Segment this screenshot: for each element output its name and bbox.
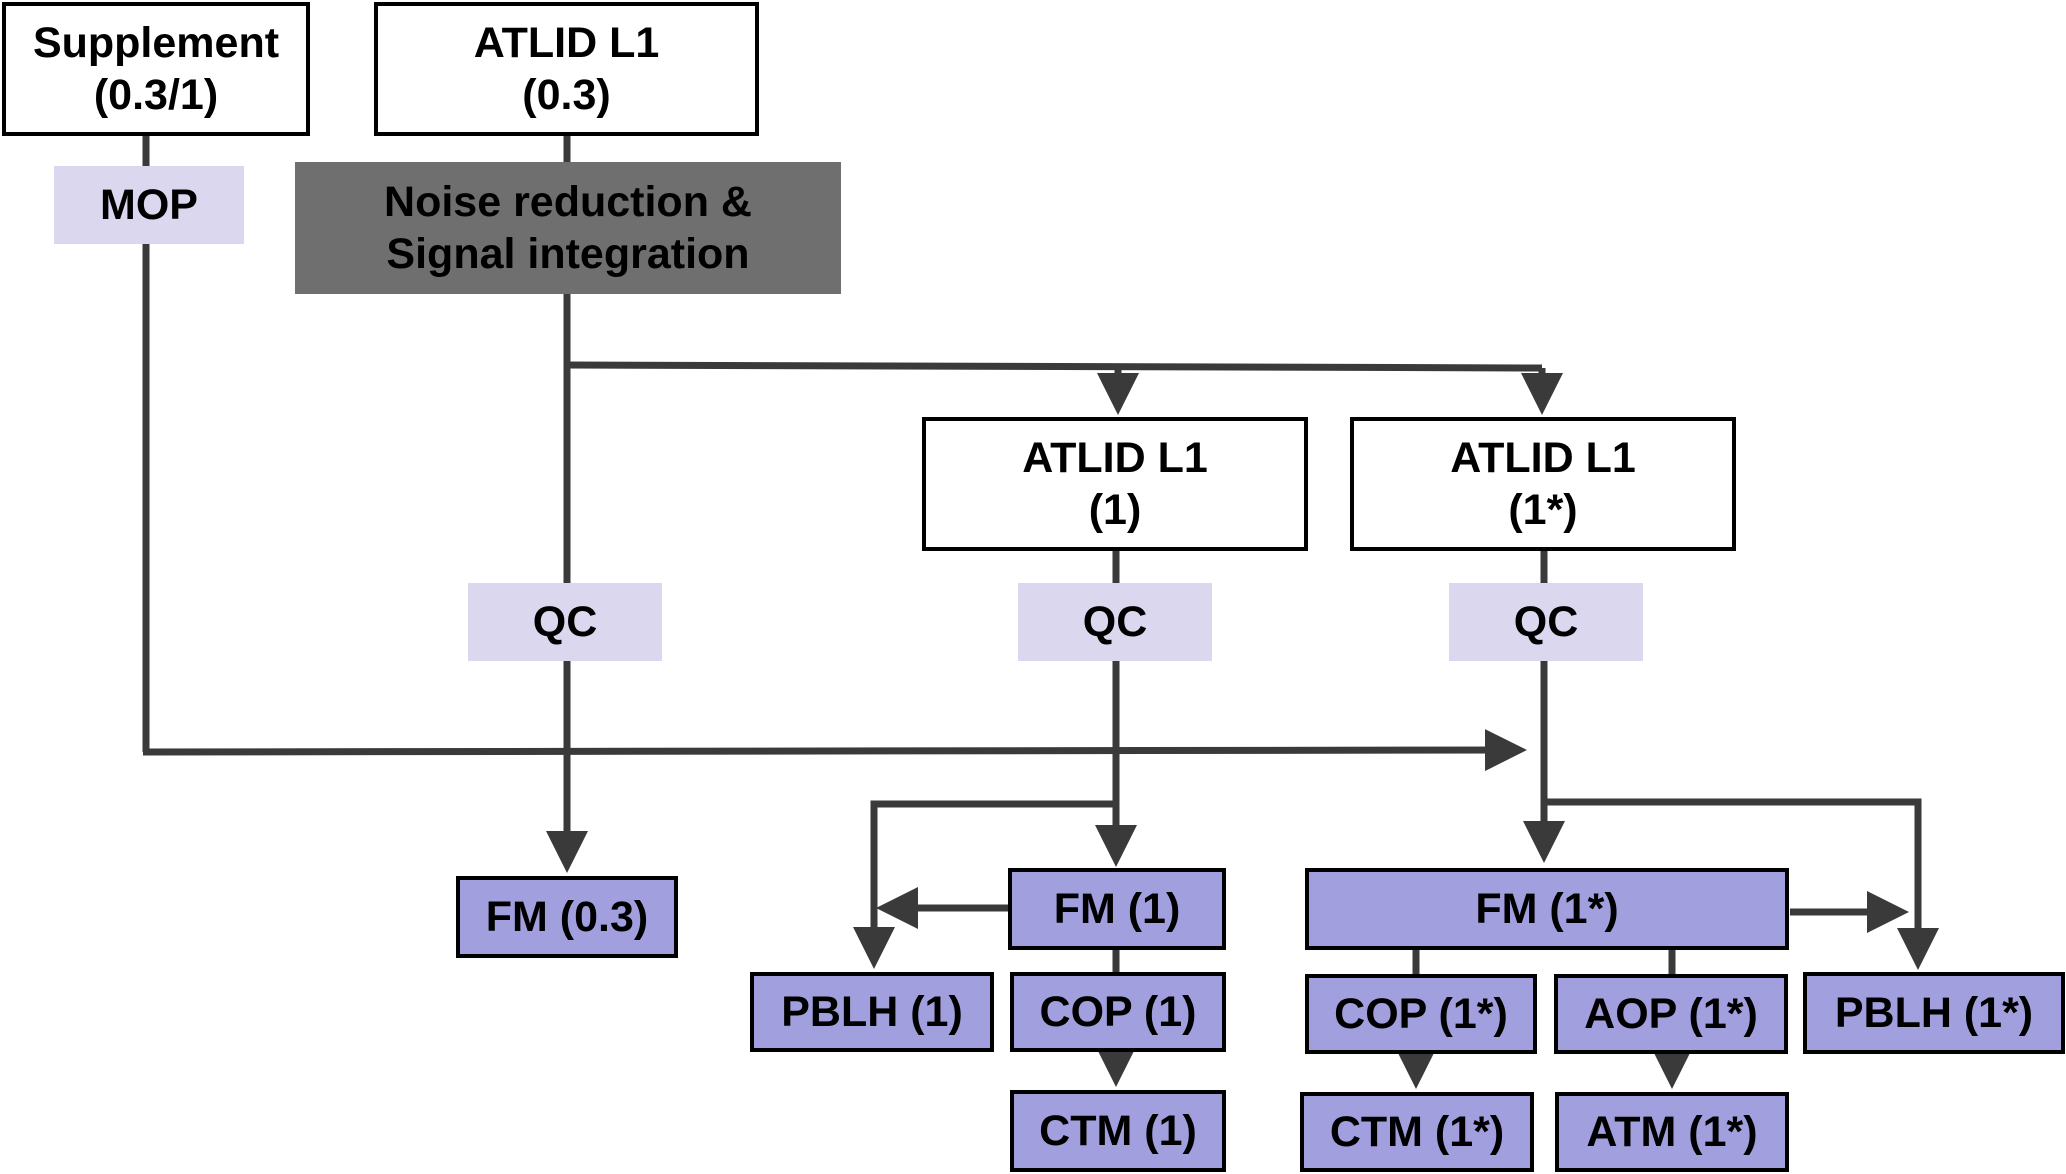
mop-label: MOP <box>100 180 198 229</box>
atm-1star-label: ATM (1*) <box>1586 1107 1758 1156</box>
atlid-l1-03-resolution: (0.3) <box>522 71 611 119</box>
supplement-resolution: (0.3/1) <box>93 71 219 119</box>
ctm-1-label: CTM (1) <box>1039 1106 1197 1155</box>
ctm-1star-label: CTM (1*) <box>1329 1107 1505 1156</box>
atlid-l1-1-box: ATLID L1 (1) <box>922 417 1308 551</box>
atlid-l1-1-title: ATLID L1 <box>1022 433 1208 482</box>
arrow-mop-to-merge <box>142 729 1527 772</box>
cop-1-label: COP (1) <box>1039 987 1197 1036</box>
aop-1star-label: AOP (1*) <box>1584 989 1758 1038</box>
atm-1star-box: ATM (1*) <box>1555 1092 1789 1172</box>
fm-1-box: FM (1) <box>1008 868 1226 950</box>
pblh-1-box: PBLH (1) <box>750 972 994 1052</box>
qc-1-box: QC <box>1018 583 1212 661</box>
qc-1star-label: QC <box>1513 597 1579 646</box>
pblh-1-label: PBLH (1) <box>781 987 963 1036</box>
noise-reduction-line2: Signal integration <box>386 230 750 278</box>
atlid-l1-1-resolution: (1) <box>1088 486 1142 534</box>
ctm-1star-box: CTM (1*) <box>1300 1092 1534 1172</box>
fm-03-box: FM (0.3) <box>456 876 678 958</box>
fm-1star-label: FM (1*) <box>1475 884 1619 933</box>
qc-1star-box: QC <box>1449 583 1643 661</box>
ctm-1-box: CTM (1) <box>1010 1090 1226 1172</box>
atlid-l1-03-title: ATLID L1 <box>473 18 660 67</box>
atlid-l1-1star-box: ATLID L1 (1*) <box>1350 417 1736 551</box>
noise-reduction-box: Noise reduction & Signal integration <box>295 162 841 294</box>
qc-03-box: QC <box>468 583 662 661</box>
mop-box: MOP <box>54 166 244 244</box>
arrow-split-to-pblh1s <box>1544 798 1939 970</box>
pblh-1star-label: PBLH (1*) <box>1834 988 2034 1037</box>
cop-1-box: COP (1) <box>1010 972 1226 1052</box>
fm-1star-box: FM (1*) <box>1305 868 1789 950</box>
supplement-box: Supplement (0.3/1) <box>2 2 310 136</box>
atlid-l1-03-box: ATLID L1 (0.3) <box>374 2 759 136</box>
qc-03-label: QC <box>532 597 598 646</box>
atlid-l1-1star-resolution: (1*) <box>1508 486 1578 534</box>
line-branch-top <box>566 361 1543 372</box>
supplement-title: Supplement <box>32 18 280 67</box>
aop-1star-box: AOP (1*) <box>1554 974 1788 1054</box>
fm-03-label: FM (0.3) <box>485 892 649 941</box>
noise-reduction-line1: Noise reduction & <box>384 177 752 226</box>
arrow-split-to-pblh1 <box>853 800 1116 969</box>
cop-1star-box: COP (1*) <box>1305 974 1537 1054</box>
fm-1-label: FM (1) <box>1053 884 1181 933</box>
pblh-1star-box: PBLH (1*) <box>1803 972 2065 1054</box>
atlid-l1-1star-title: ATLID L1 <box>1450 433 1636 482</box>
cop-1star-label: COP (1*) <box>1334 989 1508 1038</box>
qc-1-label: QC <box>1082 597 1148 646</box>
